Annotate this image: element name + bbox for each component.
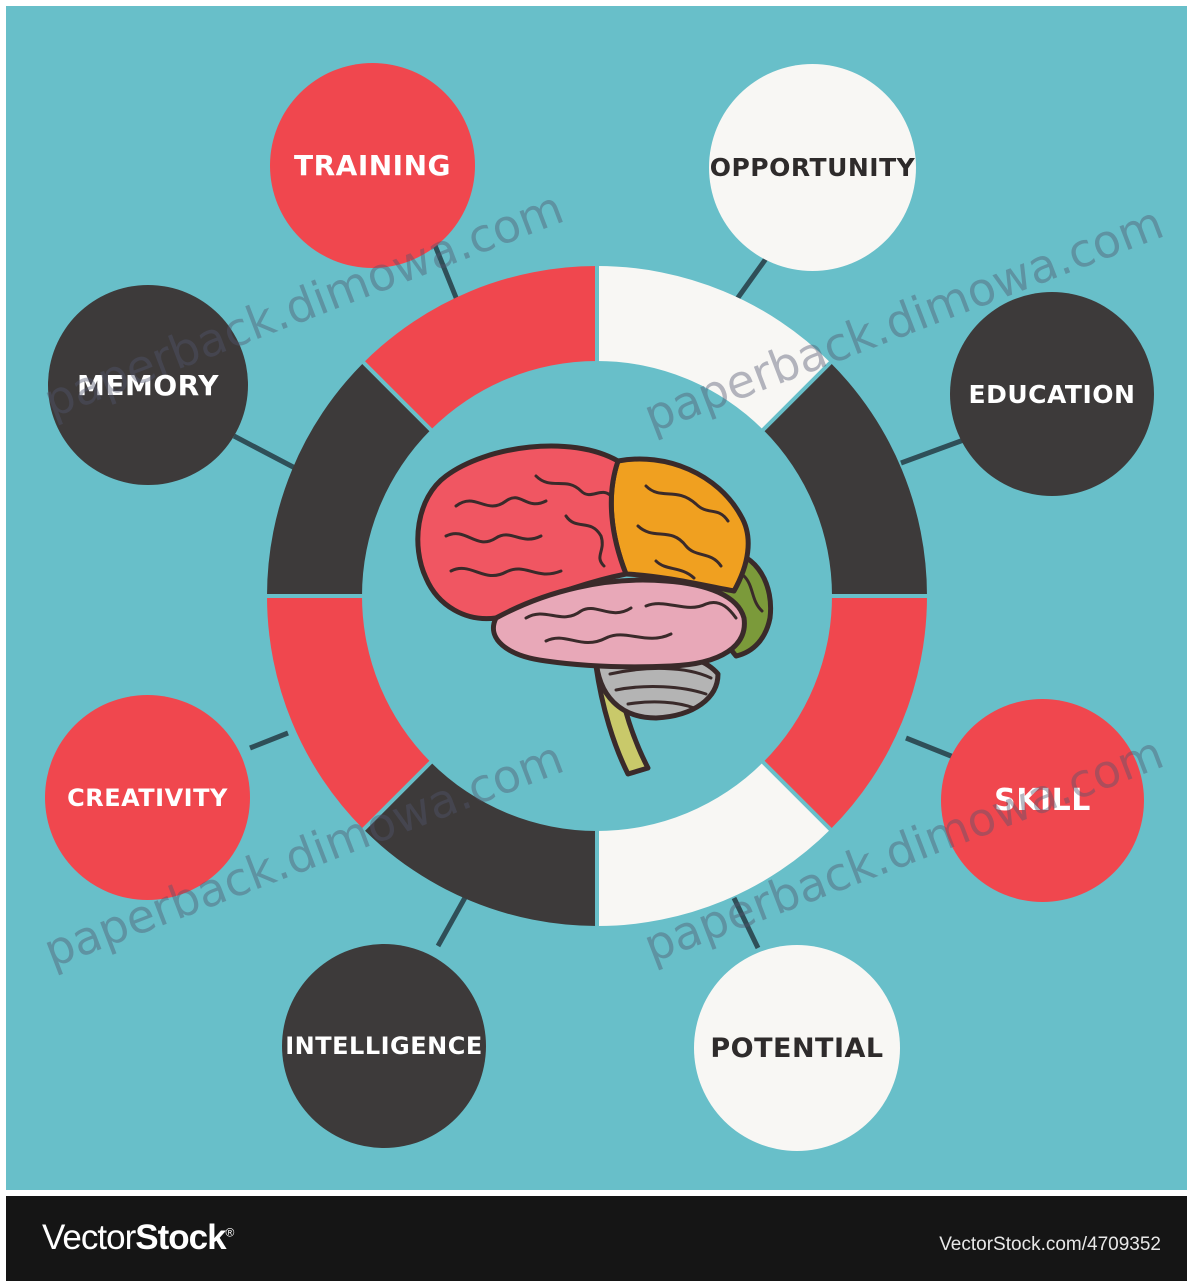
footer-bar: VectorStock® VectorStock.com/4709352 — [6, 1196, 1187, 1281]
node-memory-label: MEMORY — [77, 368, 219, 402]
node-potential: POTENTIAL — [694, 945, 900, 1151]
node-opportunity-label: OPPORTUNITY — [709, 153, 916, 182]
ring-segment-top-left-red — [363, 266, 597, 430]
ring-segment-right-lower-red — [763, 596, 927, 830]
ring — [265, 264, 929, 928]
node-potential-label: POTENTIAL — [710, 1032, 884, 1064]
node-intelligence-label: INTELLIGENCE — [285, 1032, 483, 1060]
node-skill-label: SKILL — [994, 783, 1091, 818]
infographic-panel: TRAINING OPPORTUNITY MEMORY EDUCATION CR… — [6, 6, 1187, 1190]
ring-segment-bottom-left-dark — [363, 762, 597, 926]
connector-intelligence — [435, 892, 470, 948]
node-training: TRAINING — [270, 63, 475, 268]
node-intelligence: INTELLIGENCE — [282, 944, 486, 1148]
temporal-lobe — [491, 577, 747, 670]
connector-memory — [232, 433, 297, 471]
ring-segment-left-upper-dark — [266, 362, 431, 596]
connector-creativity — [249, 730, 289, 751]
node-creativity-label: CREATIVITY — [67, 783, 228, 812]
ring-dividers — [265, 264, 929, 928]
connector-skill — [905, 735, 957, 761]
node-creativity: CREATIVITY — [45, 695, 250, 900]
connector-lines — [232, 227, 970, 950]
node-opportunity: OPPORTUNITY — [709, 64, 916, 271]
node-memory: MEMORY — [48, 285, 248, 485]
node-training-label: TRAINING — [293, 149, 451, 182]
brain-icon — [415, 443, 774, 777]
brain-folds — [444, 474, 764, 644]
stock-image-url: VectorStock.com/4709352 — [939, 1234, 1161, 1255]
ring-segment-right-upper-dark — [763, 362, 928, 596]
frontal-lobe — [415, 443, 629, 622]
ring-segment-left-lower-red — [266, 596, 431, 830]
ring-segment-bottom-right-white — [597, 762, 831, 926]
ring-segment-top-right-white — [597, 265, 831, 430]
connector-opportunity — [729, 251, 773, 308]
connector-education — [900, 435, 970, 466]
node-skill: SKILL — [941, 699, 1144, 902]
vectorstock-logo: VectorStock® — [42, 1218, 234, 1257]
diagram-graphics — [232, 227, 970, 950]
node-education: EDUCATION — [950, 292, 1154, 496]
connector-potential — [731, 896, 761, 950]
node-education-label: EDUCATION — [968, 379, 1136, 409]
